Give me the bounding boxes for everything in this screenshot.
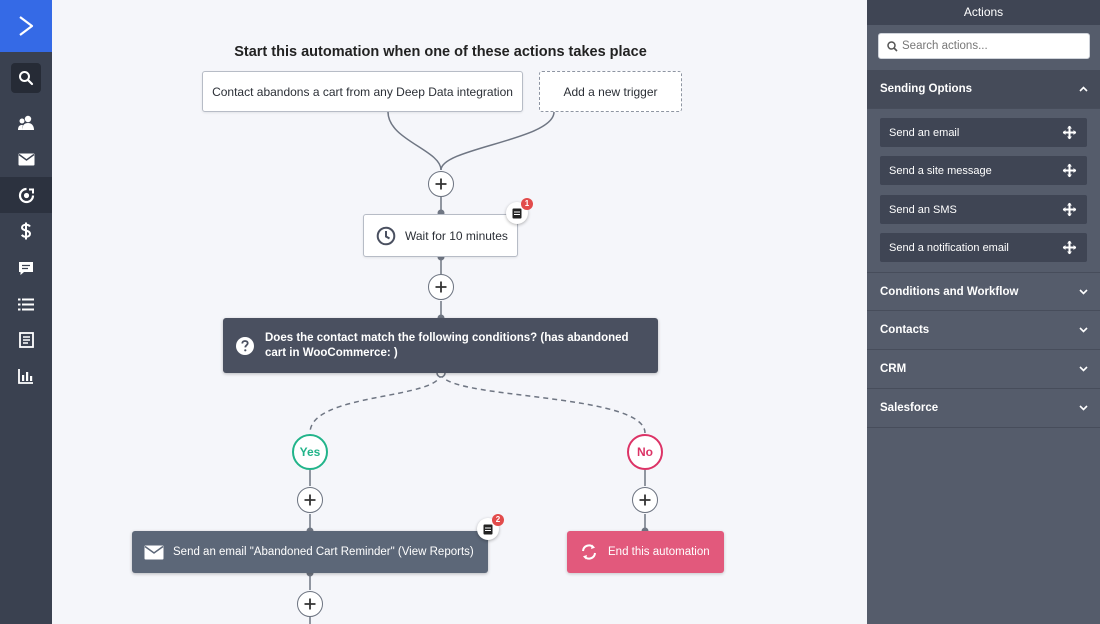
send-email-action-card[interactable]: Send an email "Abandoned Cart Reminder" … (132, 531, 488, 573)
action-label: Send an email (889, 126, 960, 139)
conversations-icon (19, 261, 33, 275)
add-step-button[interactable] (632, 487, 658, 513)
yes-branch: Yes (292, 434, 328, 470)
email-notes-count: 2 (492, 514, 504, 526)
action-send-email[interactable]: Send an email (880, 118, 1087, 147)
action-send-site-message[interactable]: Send a site message (880, 156, 1087, 185)
section-crm[interactable]: CRM (867, 350, 1100, 389)
chevron-down-icon (1079, 288, 1088, 295)
wait-notes-badge[interactable]: 1 (506, 198, 533, 224)
search-actions-input[interactable] (902, 40, 1082, 52)
email-icon (144, 545, 164, 559)
add-step-button[interactable] (428, 171, 454, 197)
add-step-button[interactable] (297, 591, 323, 617)
yes-label: Yes (299, 445, 321, 459)
brand-logo[interactable] (0, 0, 52, 52)
section-label: CRM (880, 363, 907, 375)
actions-panel-title: Actions (867, 0, 1100, 25)
send-email-action-label: Send an email "Abandoned Cart Reminder" … (173, 546, 474, 558)
notes-icon (483, 524, 493, 534)
forms-icon (18, 332, 34, 348)
loop-icon (582, 544, 596, 560)
automation-headline: Start this automation when one of these … (234, 44, 647, 60)
lists-icon (18, 298, 34, 310)
nav-search[interactable] (0, 60, 52, 96)
left-nav (0, 0, 52, 624)
plus-icon (435, 281, 447, 293)
no-label: No (637, 445, 653, 459)
automation-canvas[interactable]: Start this automation when one of these … (52, 0, 867, 624)
nav-forms[interactable] (0, 322, 52, 358)
plus-icon (639, 494, 651, 506)
section-label: Sending Options (880, 83, 972, 95)
trigger-label: Contact abandons a cart from any Deep Da… (212, 84, 513, 99)
section-label: Salesforce (880, 402, 939, 414)
search-icon (887, 40, 898, 52)
section-contacts[interactable]: Contacts (867, 311, 1100, 350)
chevron-down-icon (1079, 405, 1088, 411)
condition-card[interactable]: Does the contact match the following con… (223, 318, 658, 373)
email-notes-badge[interactable]: 2 (477, 514, 504, 540)
email-icon (18, 153, 34, 165)
logo-chevron-icon (19, 16, 34, 36)
wait-label: Wait for 10 minutes (405, 228, 508, 243)
section-label: Conditions and Workflow (880, 285, 1019, 298)
add-step-button[interactable] (428, 274, 454, 300)
reports-icon (18, 369, 33, 384)
wait-action-card[interactable]: Wait for 10 minutes (363, 214, 518, 257)
no-branch: No (627, 434, 663, 470)
nav-campaigns[interactable] (0, 141, 52, 177)
nav-deals[interactable] (0, 213, 52, 249)
action-label: Send an SMS (889, 203, 957, 216)
plus-icon (304, 494, 316, 506)
section-sending-options[interactable]: Sending Options (867, 70, 1100, 109)
move-icon[interactable] (1062, 163, 1077, 178)
plus-icon (304, 598, 316, 610)
move-icon[interactable] (1062, 240, 1077, 255)
chevron-up-icon (1079, 86, 1088, 92)
notes-icon (512, 208, 522, 218)
plus-icon (435, 178, 447, 190)
nav-automations[interactable] (0, 177, 52, 213)
question-icon (236, 336, 254, 355)
deals-icon (20, 222, 32, 240)
search-actions-field[interactable] (878, 33, 1090, 59)
chevron-down-icon (1079, 327, 1088, 333)
wait-notes-count: 1 (521, 198, 533, 210)
section-conditions-workflow[interactable]: Conditions and Workflow (867, 272, 1100, 311)
add-trigger-label: Add a new trigger (563, 84, 658, 99)
nav-contacts[interactable] (0, 105, 52, 141)
search-icon (19, 71, 34, 86)
condition-label: Does the contact match the following con… (265, 331, 629, 359)
action-label: Send a site message (889, 164, 992, 177)
add-step-button[interactable] (297, 487, 323, 513)
clock-icon (376, 226, 396, 245)
section-label: Contacts (880, 324, 930, 336)
action-send-notification-email[interactable]: Send a notification email (880, 233, 1087, 262)
nav-reports[interactable] (0, 358, 52, 394)
actions-panel: Actions Sending Options Send an email Se… (867, 0, 1100, 624)
action-send-sms[interactable]: Send an SMS (880, 195, 1087, 224)
move-icon[interactable] (1062, 202, 1077, 217)
section-salesforce[interactable]: Salesforce (867, 389, 1100, 428)
nav-lists[interactable] (0, 286, 52, 322)
add-trigger-button[interactable]: Add a new trigger (539, 71, 682, 112)
trigger-card[interactable]: Contact abandons a cart from any Deep Da… (202, 71, 523, 112)
end-automation-label: End this automation (608, 546, 710, 558)
connector-lines (306, 111, 649, 624)
nav-conversations[interactable] (0, 250, 52, 286)
contacts-icon (18, 115, 34, 130)
move-icon[interactable] (1062, 125, 1077, 140)
chevron-down-icon (1079, 366, 1088, 372)
automations-icon (18, 187, 34, 203)
end-automation-card[interactable]: End this automation (567, 531, 724, 573)
action-label: Send a notification email (889, 241, 1009, 254)
